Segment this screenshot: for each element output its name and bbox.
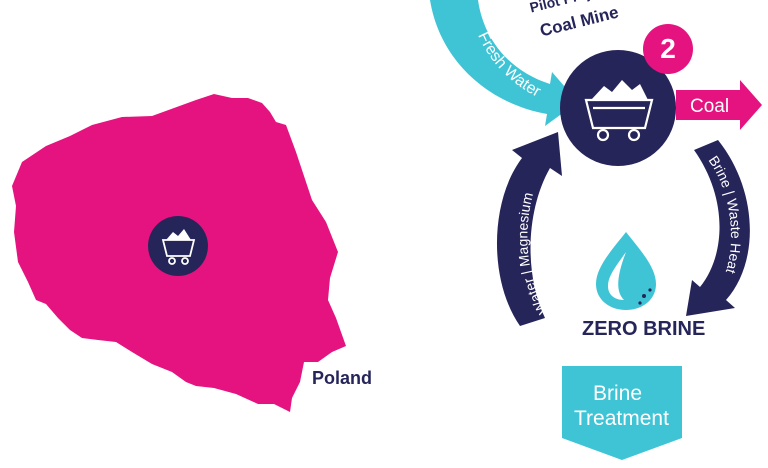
- fresh-water-arrow: [430, 0, 578, 126]
- map-coal-icon: [148, 216, 208, 276]
- brine-waste-heat-arrow: [686, 140, 750, 316]
- treatment-label-line1: Brine: [593, 382, 643, 405]
- project-number-badge: 2: [643, 24, 693, 74]
- country-label: Poland: [312, 368, 373, 388]
- coal-arrow: [676, 80, 762, 130]
- coal-label: Coal: [690, 96, 730, 117]
- treatment-label-line2: Treatment: [574, 407, 669, 430]
- mine-cart-icon: [584, 80, 654, 142]
- zero-brine-label: ZERO BRINE: [582, 318, 706, 340]
- brine-drop-icon: [596, 232, 656, 310]
- treatment-arrow-box: [562, 366, 682, 460]
- map-mine-cart-icon: [161, 229, 196, 265]
- water-magnesium-arrow: [496, 132, 562, 326]
